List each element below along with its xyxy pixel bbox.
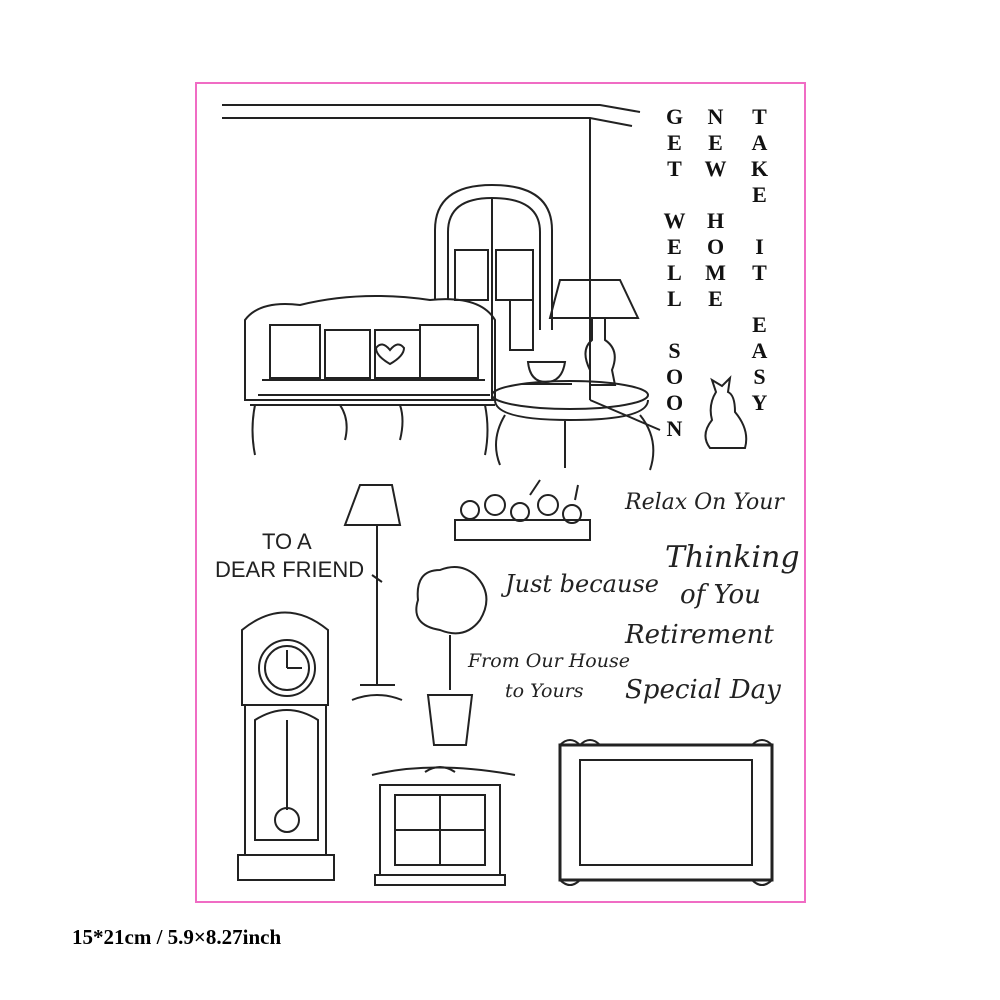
room-wall-corner [222, 104, 661, 431]
stamp-from-our-house: From Our House [468, 650, 630, 672]
topiary-plant [415, 565, 488, 746]
stamp-relax-on-your: Relax On Your [625, 490, 784, 515]
stamp-to-a: TO A [262, 529, 312, 554]
stamp-thinking: Thinking [665, 540, 800, 575]
flower-box [454, 479, 591, 541]
stamp-retirement: Retirement [625, 620, 774, 650]
stamp-just-because: Just because [505, 570, 659, 598]
stamp-new-home: NEW HOME [703, 104, 728, 312]
stamp-take-it-easy: TAKE IT EASY [747, 104, 772, 416]
cabinet [371, 766, 516, 886]
stamp-dear-friend: DEAR FRIEND [215, 557, 365, 582]
size-label: 15*21cm / 5.9×8.27inch [72, 925, 282, 949]
stamp-sheet-border [195, 82, 806, 903]
sofa [244, 295, 496, 456]
stamp-of-you: of You [680, 580, 761, 610]
cat [704, 375, 748, 449]
floor-lamp [343, 484, 403, 701]
ornate-frame [558, 739, 774, 886]
stamp-special-day: Special Day [625, 675, 781, 705]
side-table [491, 380, 655, 471]
grandfather-clock [237, 611, 335, 881]
arched-door [434, 183, 553, 400]
table-lamp [548, 279, 640, 386]
stamp-to-yours: to Yours [505, 680, 584, 702]
stamp-get-well-soon: GET WELL SOON [662, 104, 687, 442]
